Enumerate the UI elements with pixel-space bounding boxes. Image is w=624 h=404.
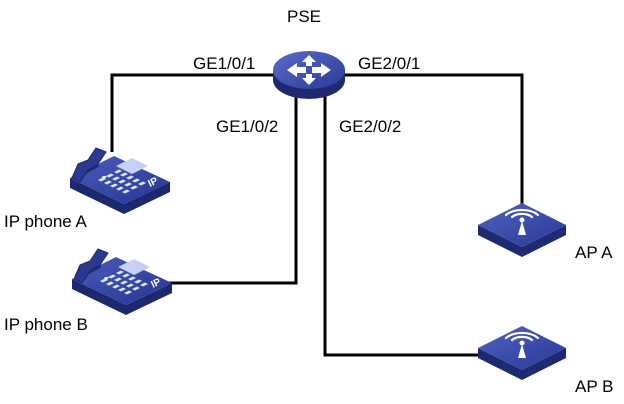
- link-ge202-ap-b: [323, 92, 482, 357]
- port-ge101-label: GE1/0/1: [193, 54, 256, 73]
- ip-phone-a-label: IP phone A: [4, 212, 87, 231]
- link-ge101-phone-a: [110, 73, 282, 152]
- ap-a-label: AP A: [575, 243, 613, 262]
- ap-a-icon: [476, 201, 568, 259]
- link-ge102-phone-b: [168, 92, 298, 285]
- link-ge201-ap-a: [336, 73, 524, 205]
- ap-b-label: AP B: [575, 377, 614, 396]
- port-ge102-label: GE1/0/2: [216, 117, 279, 136]
- pse-switch-icon: [273, 51, 345, 99]
- port-ge202-label: GE2/0/2: [339, 117, 402, 136]
- pse-label: PSE: [287, 7, 322, 26]
- port-ge201-label: GE2/0/1: [358, 54, 421, 73]
- ap-b-icon: [476, 324, 568, 382]
- ip-phone-b-label: IP phone B: [4, 315, 88, 334]
- links: [110, 73, 524, 357]
